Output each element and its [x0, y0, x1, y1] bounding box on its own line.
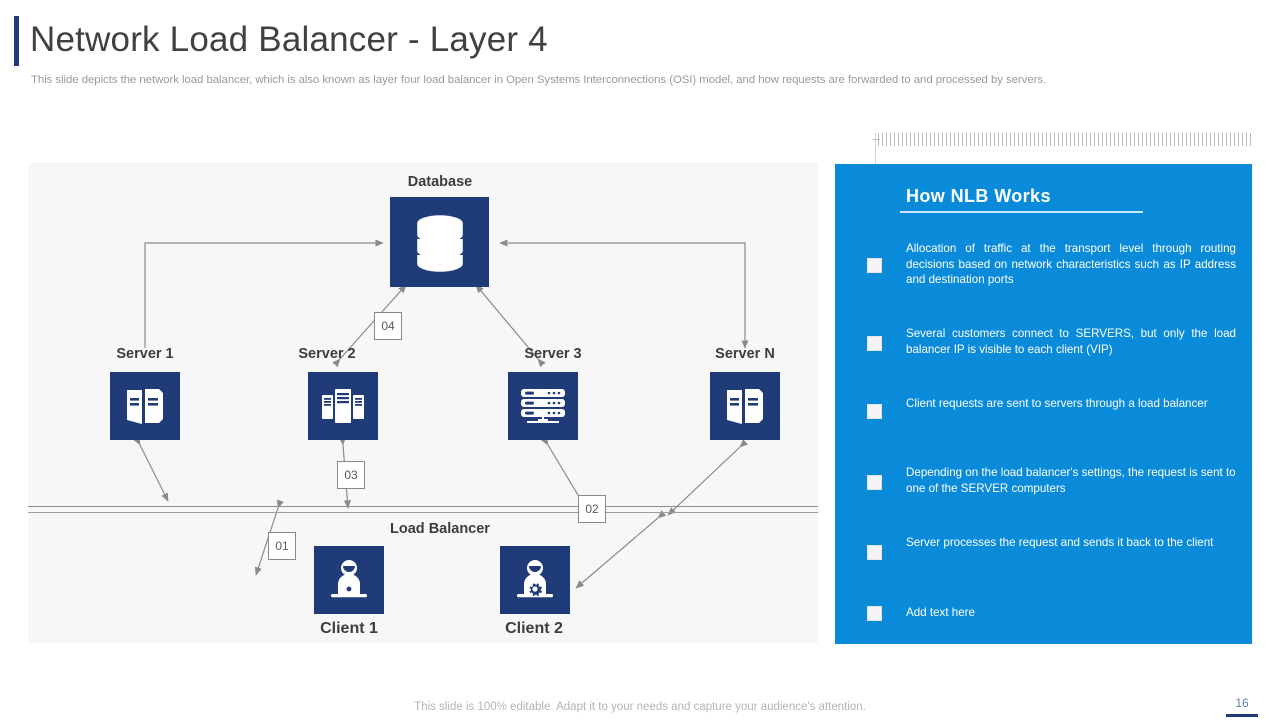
bullet-marker-6 [867, 606, 882, 621]
panel-title-underline [900, 211, 1143, 213]
server-1-label: Server 1 [116, 346, 174, 362]
user-laptop-gear-icon [500, 546, 570, 614]
how-nlb-works-panel [835, 164, 1252, 644]
bullet-item-6: Add text here [906, 605, 1236, 621]
bullet-item-2: Several customers connect to SERVERS, bu… [906, 326, 1236, 357]
page-number: 16 [1235, 696, 1249, 710]
page-number-underline [1226, 714, 1258, 717]
bullet-item-3: Client requests are sent to servers thro… [906, 396, 1236, 412]
step-badge-04: 04 [374, 312, 402, 340]
database-label: Database [407, 174, 473, 190]
bullet-marker-2 [867, 336, 882, 351]
bullet-item-5: Server processes the request and sends i… [906, 535, 1236, 551]
bullet-marker-1 [867, 258, 882, 273]
footer-note: This slide is 100% editable. Adapt it to… [414, 701, 866, 713]
step-badge-01: 01 [268, 532, 296, 560]
bullet-item-1: Allocation of traffic at the transport l… [906, 241, 1236, 288]
bullet-text-1: Allocation of traffic at the transport l… [906, 242, 1236, 287]
bullet-text-2: Several customers connect to SERVERS, bu… [906, 327, 1236, 356]
bullet-text-4: Depending on the load balancer's setting… [906, 466, 1236, 495]
server-tower-icon [110, 372, 180, 440]
database-icon [390, 197, 489, 287]
step-badge-03: 03 [337, 461, 365, 489]
bullet-text-3: Client requests are sent to servers thro… [906, 397, 1208, 410]
hatched-ruler-decoration [872, 133, 1252, 147]
load-balancer-label: Load Balancer [390, 521, 490, 537]
bullet-marker-5 [867, 545, 882, 560]
load-balancer-divider-top [28, 506, 818, 507]
server-rack-icon [508, 372, 578, 440]
load-balancer-divider-bottom [28, 512, 818, 513]
step-badge-02: 02 [578, 495, 606, 523]
panel-title: How NLB Works [906, 186, 1051, 206]
client-2-label: Client 2 [505, 620, 563, 637]
server-2-label: Server 2 [298, 346, 356, 362]
server-n-label: Server N [715, 346, 775, 362]
page-title: Network Load Balancer - Layer 4 [30, 20, 548, 59]
client-1-label: Client 1 [320, 620, 378, 637]
user-laptop-icon [314, 546, 384, 614]
bullet-marker-4 [867, 475, 882, 490]
bullet-text-6: Add text here [906, 606, 975, 619]
server-tower-n-icon [710, 372, 780, 440]
bullet-text-5: Server processes the request and sends i… [906, 536, 1214, 549]
bullet-marker-3 [867, 404, 882, 419]
title-accent-bar [14, 16, 19, 66]
bullet-item-4: Depending on the load balancer's setting… [906, 465, 1236, 496]
page-subtitle: This slide depicts the network load bala… [31, 74, 1047, 86]
server-cluster-icon [308, 372, 378, 440]
server-3-label: Server 3 [524, 346, 582, 362]
